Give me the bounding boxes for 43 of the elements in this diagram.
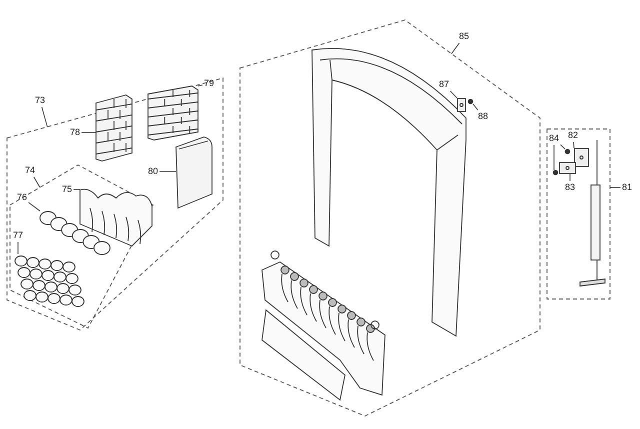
leader-line bbox=[159, 171, 176, 172]
dashed-outline bbox=[546, 128, 611, 300]
leader-line bbox=[472, 104, 478, 110]
leader-line bbox=[573, 142, 574, 148]
dashed-outline bbox=[5, 76, 225, 332]
brick-panel-drawing bbox=[96, 95, 132, 161]
leader-line bbox=[73, 189, 80, 190]
callout-number: 83 bbox=[565, 182, 576, 193]
leader-line bbox=[451, 42, 460, 54]
leader-line bbox=[610, 187, 621, 188]
callout-number: 74 bbox=[25, 165, 36, 176]
dashed-outline bbox=[238, 18, 542, 418]
callout-number: 81 bbox=[622, 182, 632, 193]
screw-drawing bbox=[565, 149, 570, 154]
screw-drawing bbox=[553, 170, 558, 175]
leader-line bbox=[28, 202, 40, 212]
leader-line bbox=[33, 176, 40, 188]
leader-line bbox=[81, 132, 96, 133]
callout-number: 76 bbox=[17, 192, 28, 203]
log-bed-drawing bbox=[80, 188, 152, 246]
callout-number: 82 bbox=[568, 130, 578, 141]
callout-number: 75 bbox=[62, 184, 72, 195]
callout-number: 84 bbox=[549, 133, 560, 144]
screw-drawing bbox=[468, 99, 473, 104]
leader-line bbox=[450, 90, 458, 98]
callout-number: 79 bbox=[204, 78, 214, 89]
log-drawing bbox=[40, 211, 110, 255]
callout-number: 78 bbox=[70, 127, 80, 138]
clip-drawing bbox=[559, 162, 576, 174]
callout-number: 77 bbox=[13, 230, 24, 241]
leader-line bbox=[560, 144, 566, 150]
callout-number: 80 bbox=[148, 166, 158, 177]
callout-number: 73 bbox=[35, 95, 46, 106]
bracket-drawing bbox=[574, 148, 589, 167]
callout-number: 85 bbox=[459, 31, 470, 42]
bracket-drawing bbox=[457, 98, 466, 112]
callout-number: 87 bbox=[439, 79, 450, 90]
plate-drawing bbox=[176, 137, 212, 208]
callout-number: 88 bbox=[478, 111, 488, 122]
leader-line bbox=[198, 84, 203, 86]
brick-panel-drawing bbox=[148, 86, 198, 140]
leader-line bbox=[41, 106, 48, 128]
pebbles-drawing bbox=[14, 254, 84, 306]
